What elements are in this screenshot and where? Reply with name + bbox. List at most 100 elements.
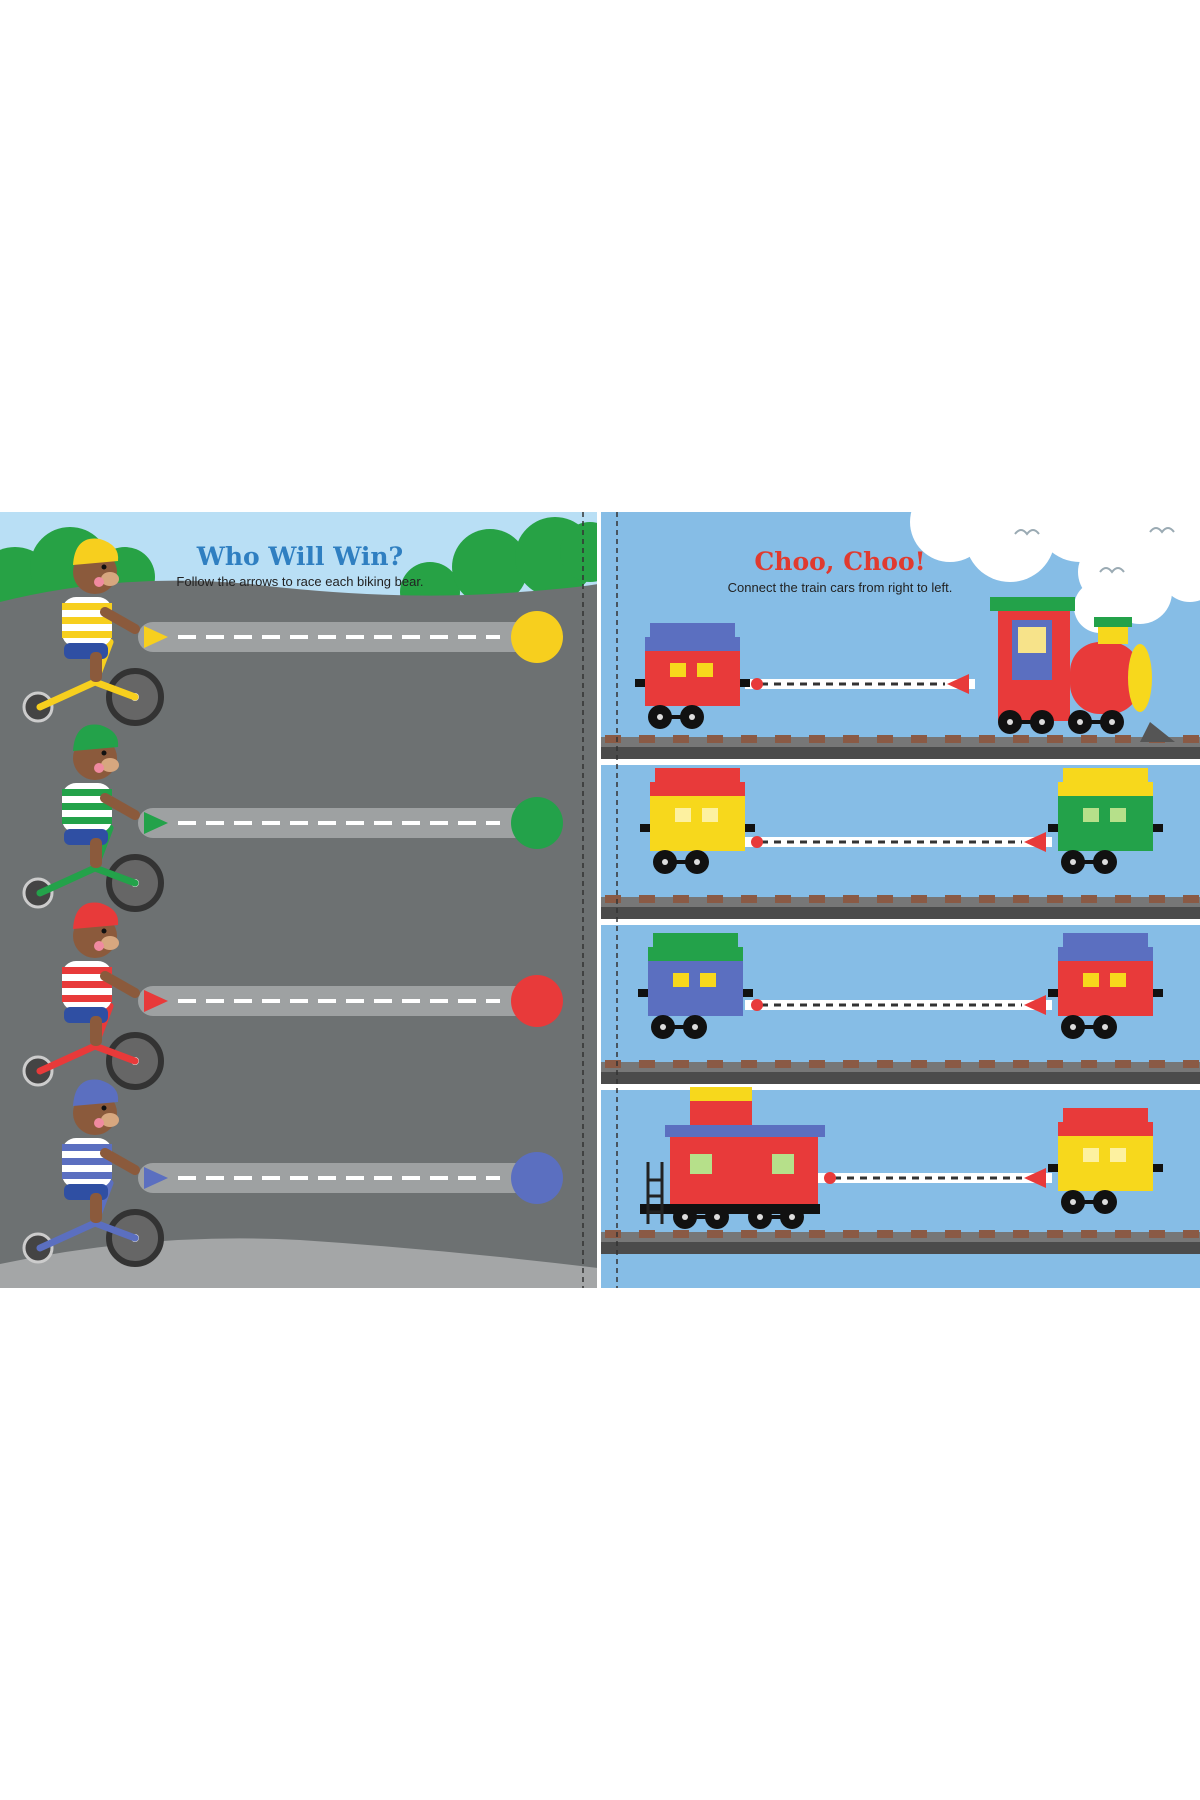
rail-tie xyxy=(911,735,927,743)
rail-tie xyxy=(843,735,859,743)
rail-tie xyxy=(775,1060,791,1068)
caboose-platform xyxy=(640,1204,820,1214)
car-window xyxy=(673,973,689,987)
bear-yellow xyxy=(22,538,164,726)
car-roof xyxy=(648,947,743,961)
car-roof-top xyxy=(650,623,735,637)
bear-arm xyxy=(100,971,140,998)
lane-green xyxy=(138,797,563,849)
rail-tie xyxy=(775,1230,791,1238)
engine-front xyxy=(1128,644,1152,712)
rail-tie xyxy=(1013,1060,1029,1068)
rail xyxy=(600,747,1200,759)
lane-blue xyxy=(138,1152,563,1204)
right-page-instructions: Connect the train cars from right to lef… xyxy=(727,580,953,595)
bear-arm xyxy=(100,1148,140,1175)
coupling-path xyxy=(745,1000,1052,1010)
car-roof xyxy=(650,782,745,796)
car-window xyxy=(697,663,713,677)
bear-blue xyxy=(22,1079,164,1267)
rail-tie xyxy=(1115,895,1131,903)
right-page xyxy=(600,472,1200,1288)
rail-tie xyxy=(1047,1230,1063,1238)
car-window xyxy=(1083,808,1099,822)
car-window xyxy=(1110,973,1126,987)
hub xyxy=(714,1214,720,1220)
rail-tie xyxy=(877,1230,893,1238)
rail-tie xyxy=(673,735,689,743)
rail-tie xyxy=(639,895,655,903)
rail-tie xyxy=(1047,1060,1063,1068)
rail-tie xyxy=(809,735,825,743)
finish-dot xyxy=(511,1152,563,1204)
car-coupler xyxy=(1153,824,1163,832)
engine-roof xyxy=(990,597,1075,611)
bear-eye xyxy=(101,928,107,934)
car-coupler xyxy=(635,679,645,687)
rail-tie xyxy=(1013,1230,1029,1238)
car-roof-top xyxy=(655,768,740,782)
finish-dot xyxy=(511,797,563,849)
lane-track xyxy=(138,1163,538,1193)
car-roof-top xyxy=(1063,768,1148,782)
caboose-cupola-roof xyxy=(690,1087,752,1101)
rail-tie xyxy=(1115,1060,1131,1068)
helmet-icon xyxy=(73,1079,119,1106)
rail-tie xyxy=(911,895,927,903)
car-window xyxy=(1083,1148,1099,1162)
track-2 xyxy=(600,895,1200,925)
car-roof-top xyxy=(1063,933,1148,947)
rail-tie xyxy=(979,1230,995,1238)
rail-tie xyxy=(673,895,689,903)
rail-tie xyxy=(741,735,757,743)
bear-eye xyxy=(101,1105,107,1111)
hub xyxy=(694,859,700,865)
car-coupler xyxy=(1153,1164,1163,1172)
car-body xyxy=(650,796,745,851)
shirt-stripe xyxy=(62,803,112,810)
car-coupler xyxy=(638,989,648,997)
rail-tie xyxy=(707,1060,723,1068)
rail-tie xyxy=(809,1060,825,1068)
hub xyxy=(1039,719,1045,725)
rail-tie xyxy=(843,895,859,903)
bear-muzzle xyxy=(101,1113,119,1127)
start-arrow-icon xyxy=(144,626,168,648)
bear-cheek xyxy=(94,577,104,587)
bear-leg xyxy=(90,1016,102,1046)
bear-arm xyxy=(100,793,140,820)
lane-track xyxy=(138,986,538,1016)
car-coupler xyxy=(1048,989,1058,997)
hub xyxy=(1070,859,1076,865)
car-coupler xyxy=(743,989,753,997)
hub xyxy=(789,1214,795,1220)
start-arrow-icon xyxy=(144,990,168,1012)
rail-tie xyxy=(809,1230,825,1238)
car-window xyxy=(1110,808,1126,822)
activity-book-spread: Who Will Win? Follow the arrows to race … xyxy=(0,472,1200,1288)
rail-tie xyxy=(877,895,893,903)
bear-red xyxy=(22,902,164,1090)
bear-leg xyxy=(90,1193,102,1223)
rail-tie xyxy=(1149,1230,1165,1238)
shirt-stripe xyxy=(62,789,112,796)
bear-cheek xyxy=(94,1118,104,1128)
rail-tie xyxy=(1013,735,1029,743)
rail-tie xyxy=(673,1230,689,1238)
guide-arrow-icon xyxy=(1024,832,1046,852)
row-divider xyxy=(600,1084,1200,1090)
rail-tie xyxy=(945,895,961,903)
car-window xyxy=(670,663,686,677)
hub xyxy=(1109,719,1115,725)
car-body xyxy=(645,651,740,706)
engine-window xyxy=(1018,627,1046,653)
helmet-icon xyxy=(73,902,119,929)
guide-start-dot xyxy=(751,999,763,1011)
hub xyxy=(692,1024,698,1030)
smokestack xyxy=(1098,624,1128,644)
rail-tie xyxy=(1081,1230,1097,1238)
hub xyxy=(757,1214,763,1220)
coupling-path xyxy=(745,679,975,689)
hub xyxy=(1007,719,1013,725)
car-body xyxy=(1058,1136,1153,1191)
